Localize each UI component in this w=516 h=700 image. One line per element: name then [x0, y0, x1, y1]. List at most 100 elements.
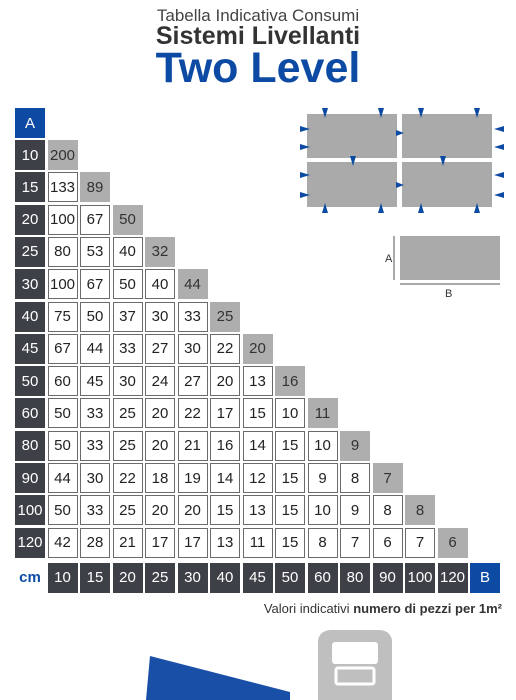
row-header: 20 [15, 204, 45, 235]
table-cell: 8 [307, 527, 338, 558]
table-cell: 22 [210, 333, 240, 364]
table-cell: 18 [145, 463, 175, 493]
footnote: Valori indicativi numero di pezzi per 1m… [264, 601, 502, 616]
dimension-label-b: B [445, 288, 453, 300]
table-cell: 50 [47, 430, 78, 461]
table-cell: 27 [177, 366, 208, 397]
product-images [146, 630, 392, 700]
column-header: 100 [405, 562, 435, 593]
table-cell: 28 [80, 527, 110, 558]
diagonal-cell: 9 [340, 430, 370, 461]
table-cell: 17 [210, 398, 240, 429]
table-cell: 25 [112, 495, 143, 526]
table-cell: 8 [372, 495, 403, 526]
column-header: 15 [80, 562, 110, 593]
table-cell: 42 [47, 527, 78, 558]
table-cell: 33 [80, 430, 110, 461]
diagonal-cell: 11 [307, 398, 338, 429]
table-cell: 20 [210, 366, 240, 397]
column-header: 60 [307, 562, 338, 593]
table-cell: 19 [177, 463, 208, 493]
row-header: 60 [15, 398, 45, 429]
table-cell: 13 [242, 366, 273, 397]
corner-label-a: A [15, 108, 45, 138]
diagonal-cell: 20 [242, 333, 273, 364]
table-cell: 44 [47, 463, 78, 493]
table-cell: 15 [275, 495, 305, 526]
footnote-prefix: Valori indicativi [263, 601, 354, 616]
table-cell: 33 [177, 301, 208, 332]
table-cell: 30 [112, 366, 143, 397]
diagonal-cell: 44 [177, 269, 208, 300]
column-header: 80 [340, 562, 370, 593]
table-cell: 15 [242, 398, 273, 429]
table-cell: 50 [47, 398, 78, 429]
table-cell: 22 [112, 463, 143, 493]
table-cell: 33 [80, 398, 110, 429]
tile-layout-diagram [300, 108, 504, 213]
dimension-label-a: A [385, 253, 393, 265]
page-title: Two Level [155, 44, 361, 92]
table-cell: 16 [210, 430, 240, 461]
table-cell: 30 [80, 463, 110, 493]
column-header: 45 [242, 562, 273, 593]
table-cell: 14 [210, 463, 240, 493]
table-cell: 133 [47, 172, 78, 203]
table-cell: 10 [275, 398, 305, 429]
table-cell: 67 [80, 204, 110, 235]
clip-base-icon [318, 630, 392, 700]
table-cell: 33 [112, 333, 143, 364]
table-cell: 50 [112, 269, 143, 300]
table-cell: 27 [145, 333, 175, 364]
tile-dimension-diagram [393, 236, 500, 285]
table-cell: 9 [307, 463, 338, 493]
row-header: 80 [15, 430, 45, 461]
table-cell: 12 [242, 463, 273, 493]
table-cell: 100 [47, 269, 78, 300]
diagonal-cell: 6 [437, 527, 468, 558]
row-header: 120 [15, 527, 45, 558]
leveling-clip-icons [300, 108, 504, 213]
table-cell: 80 [47, 236, 78, 267]
table-cell: 17 [177, 527, 208, 558]
table-cell: 9 [340, 495, 370, 526]
table-cell: 6 [372, 527, 403, 558]
table-cell: 20 [145, 430, 175, 461]
table-cell: 50 [47, 495, 78, 526]
table-cell: 13 [242, 495, 273, 526]
table-cell: 30 [177, 333, 208, 364]
wedge-icon [146, 656, 290, 700]
table-cell: 11 [242, 527, 273, 558]
table-cell: 44 [80, 333, 110, 364]
tile-layout-tiles [305, 112, 494, 209]
column-header: 10 [47, 562, 78, 593]
table-cell: 20 [145, 495, 175, 526]
table-cell: 15 [210, 495, 240, 526]
table-cell: 7 [340, 527, 370, 558]
table-cell: 60 [47, 366, 78, 397]
row-header: 100 [15, 495, 45, 526]
table-cell: 25 [112, 398, 143, 429]
table-cell: 45 [80, 366, 110, 397]
row-header: 50 [15, 366, 45, 397]
table-cell: 100 [47, 204, 78, 235]
table-cell: 8 [340, 463, 370, 493]
table-cell: 7 [405, 527, 435, 558]
table-cell: 37 [112, 301, 143, 332]
column-header: 90 [372, 562, 403, 593]
diagonal-cell: 8 [405, 495, 435, 526]
table-cell: 10 [307, 495, 338, 526]
corner-label-b: B [470, 562, 500, 593]
row-header: 30 [15, 269, 45, 300]
table-cell: 15 [275, 527, 305, 558]
diagonal-cell: 89 [80, 172, 110, 203]
row-header: 10 [15, 140, 45, 170]
unit-label: cm [19, 569, 41, 587]
table-cell: 24 [145, 366, 175, 397]
table-cell: 21 [112, 527, 143, 558]
table-cell: 53 [80, 236, 110, 267]
column-header: 20 [112, 562, 143, 593]
row-header: 40 [15, 301, 45, 332]
table-cell: 15 [275, 430, 305, 461]
column-header: 30 [177, 562, 208, 593]
